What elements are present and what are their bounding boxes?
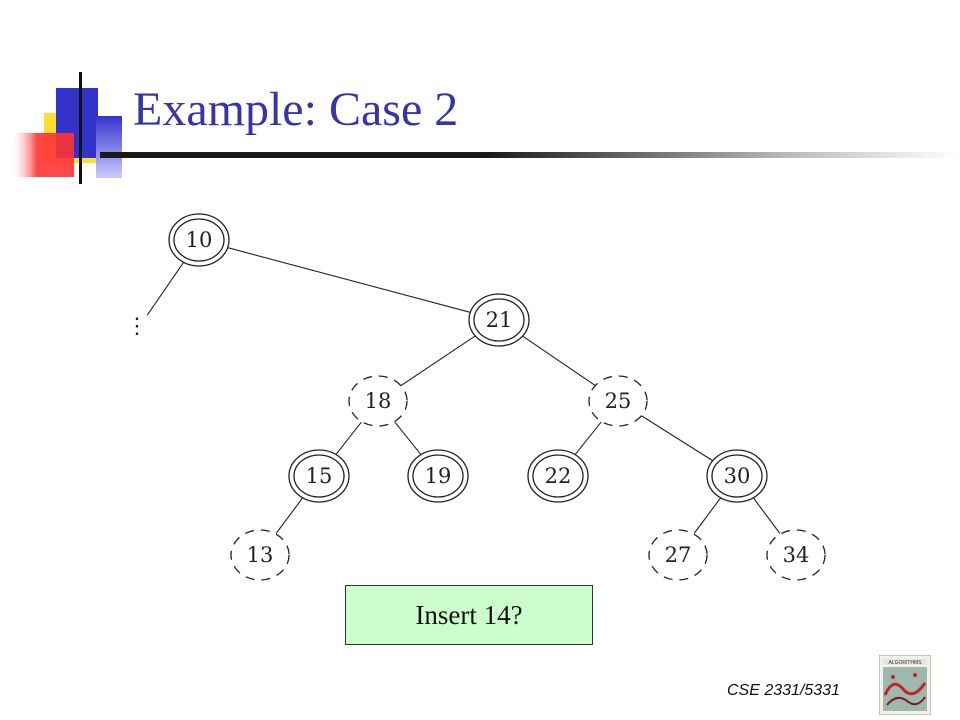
tree-edge-n18-n15 [335, 421, 362, 456]
insert-callout: Insert 14? [345, 585, 593, 645]
node-outer-ring [468, 293, 530, 347]
node-key-label: 13 [247, 543, 274, 567]
node-inner-ring [173, 218, 225, 262]
deco-vertical-line [79, 72, 82, 184]
node-key-label: 15 [306, 464, 333, 488]
node-dashed-ring [230, 529, 290, 581]
tree-node-13: 13 [230, 529, 290, 581]
node-outer-ring [407, 449, 469, 503]
node-outer-ring [168, 213, 230, 267]
tree-node-22: 22 [527, 449, 589, 503]
tree-node-18: 18 [348, 375, 408, 427]
node-key-label: 27 [665, 543, 692, 567]
node-inner-ring [532, 454, 584, 498]
node-key-label: 25 [605, 389, 632, 413]
deco-blue-bar [96, 116, 122, 178]
book-icon-label: ALGORITHMS [888, 660, 922, 666]
tree-node-30: 30 [706, 449, 768, 503]
tree-node-27: 27 [648, 529, 708, 581]
tree-node-15: 15 [288, 449, 350, 503]
tree-edge-n10-n21 [224, 246, 474, 314]
tree-node-21: 21 [468, 293, 530, 347]
tree-node-19: 19 [407, 449, 469, 503]
tree-edge-n30-n34 [752, 497, 781, 534]
tree-edge-n25-n22 [574, 421, 602, 456]
tree-edge-n21-n18 [400, 334, 477, 387]
deco-red-block [12, 133, 74, 177]
tree-edge-n25-n30 [640, 414, 715, 463]
tree-nodes: 10 21 18 25 15 19 22 30 13 27 34 [168, 213, 826, 581]
title-underline [100, 152, 960, 158]
node-inner-ring [412, 454, 464, 498]
node-key-label: 34 [783, 543, 810, 567]
tree-edge-n30-n27 [693, 497, 722, 534]
tree-node-25: 25 [588, 375, 648, 427]
node-inner-ring [293, 454, 345, 498]
node-outer-ring [288, 449, 350, 503]
corner-decoration [12, 72, 122, 184]
tree-node-34: 34 [766, 529, 826, 581]
node-outer-ring [706, 449, 768, 503]
ellipsis-subtree: ⋮ [126, 314, 148, 339]
node-dashed-ring [648, 529, 708, 581]
tree-edge-n18-n19 [394, 421, 422, 456]
tree-edge-n10-dots [146, 261, 185, 316]
algorithms-book-icon: ALGORITHMS [879, 655, 931, 715]
tree-node-10: 10 [168, 213, 230, 267]
tree-edges [146, 246, 781, 534]
tree-edge-n15-n13 [275, 497, 304, 534]
tree-edge-n21-n25 [521, 334, 596, 387]
node-key-label: 21 [486, 308, 513, 332]
node-key-label: 19 [425, 464, 452, 488]
course-footer: CSE 2331/5331 [727, 682, 840, 699]
node-key-label: 18 [365, 389, 392, 413]
node-outer-ring [527, 449, 589, 503]
node-key-label: 30 [724, 464, 751, 488]
slide-title: Example: Case 2 [133, 83, 459, 136]
node-dashed-ring [588, 375, 648, 427]
node-inner-ring [473, 298, 525, 342]
node-key-label: 10 [186, 228, 213, 252]
node-dashed-ring [766, 529, 826, 581]
node-inner-ring [711, 454, 763, 498]
node-dashed-ring [348, 375, 408, 427]
node-key-label: 22 [545, 464, 572, 488]
